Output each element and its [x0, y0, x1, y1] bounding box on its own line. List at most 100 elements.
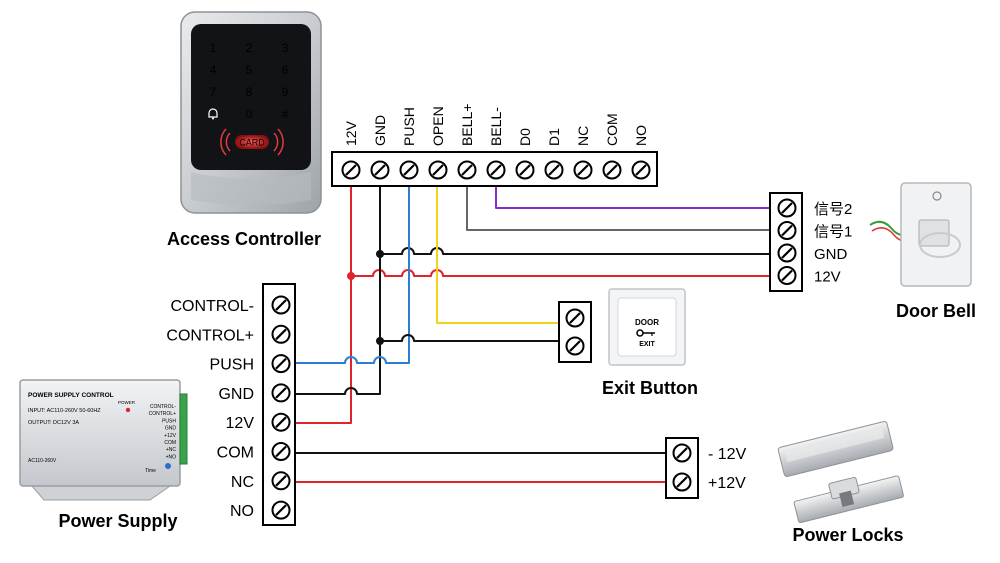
- controller-terminal-screw-3: [428, 160, 448, 180]
- psu-terminal-screw-5: [271, 442, 291, 461]
- controller-terminal-label-1: GND: [372, 115, 388, 146]
- keypad-key-5: 6: [282, 63, 289, 77]
- psu-panel-power: POWER: [118, 400, 136, 405]
- psu-panel-input: INPUT: AC110-260V 50-60HZ: [28, 408, 101, 414]
- card-label: CARD: [239, 138, 265, 148]
- exit-button-title: Exit Button: [602, 378, 698, 398]
- controller-terminal-screw-4: [457, 160, 477, 180]
- controller-terminal-label-2: PUSH: [401, 107, 417, 146]
- controller-terminal-label-5: BELL-: [488, 107, 504, 146]
- psu-terminal-label-5: COM: [217, 445, 254, 462]
- psu-terminal-screw-3: [271, 383, 291, 403]
- psu-terminal-label-0: CONTROL-: [170, 298, 254, 315]
- keypad-key-1: 2: [246, 41, 253, 55]
- keypad-key-8: 9: [282, 85, 289, 99]
- psu-panel-term-7: +NO: [166, 454, 177, 460]
- controller-terminal-screw-10: [631, 160, 651, 180]
- psu-panel-title: POWER SUPPLY CONTROL: [28, 392, 114, 399]
- psu-panel-time: Time: [145, 468, 156, 474]
- keypad-key-11: #: [282, 107, 289, 121]
- controller-terminal-screw-6: [515, 160, 535, 180]
- controller-terminal-label-8: NC: [575, 126, 591, 146]
- doorbell-terminal-screw-0: [777, 198, 797, 218]
- wire-bell-plus: [466, 172, 787, 231]
- lock-terminals: - 12V +12V: [672, 443, 747, 492]
- doorbell-terminal-screw-2: [777, 243, 797, 263]
- controller-terminal-screw-0: [341, 160, 361, 180]
- controller-terminal-screw-5: [486, 160, 506, 180]
- door-bell-title: Door Bell: [896, 301, 976, 321]
- psu-panel-term-1: CONTROL+: [149, 411, 176, 417]
- controller-terminal-label-6: D0: [517, 128, 533, 146]
- controller-terminal-label-7: D1: [546, 128, 562, 146]
- doorbell-terminal-label-2: GND: [814, 246, 848, 263]
- psu-panel-term-2: PUSH: [162, 418, 176, 424]
- controller-terminal-screw-8: [573, 160, 593, 180]
- access-controller-device: 1 2 3 4 5 6 7 8 9 0 # CARD: [180, 11, 322, 214]
- psu-terminal-screw-0: [271, 295, 291, 315]
- psu-terminal-label-2: PUSH: [210, 357, 254, 374]
- psu-terminal-label-4: 12V: [226, 415, 255, 432]
- lock-terminal-label-1: +12V: [708, 475, 746, 492]
- keypad-key-4: 5: [246, 63, 253, 77]
- doorbell-terminal-label-1: 信号1: [814, 224, 852, 241]
- keypad-key-10: 0: [246, 107, 253, 121]
- psu-terminal-screw-2: [271, 354, 291, 374]
- power-locks-device: [777, 421, 904, 524]
- wire-bell-12v: [351, 269, 787, 277]
- psu-panel-term-5: COM: [164, 440, 176, 446]
- lock-terminal-screw-1: [672, 472, 692, 492]
- psu-terminal-label-3: GND: [218, 386, 254, 403]
- keypad-key-0: 1: [210, 41, 217, 55]
- keypad-key-2: 3: [282, 41, 289, 55]
- controller-terminal-screw-9: [602, 160, 622, 180]
- key-icon: [636, 329, 655, 337]
- psu-terminal-label-7: NO: [230, 503, 254, 520]
- door-bell-device: [869, 182, 972, 287]
- wire-push: [281, 172, 410, 364]
- controller-terminal-label-9: COM: [604, 113, 620, 146]
- keypad-key-3: 4: [210, 63, 217, 77]
- psu-panel-term-6: +NC: [166, 447, 177, 453]
- wire-12v: [281, 172, 352, 424]
- psu-terminal-label-6: NC: [231, 474, 254, 491]
- access-controller-title: Access Controller: [167, 229, 321, 249]
- controller-terminal-screw-2: [399, 160, 419, 180]
- card-reader-icon: CARD: [220, 128, 284, 156]
- wire-gnd: [281, 172, 381, 395]
- psu-panel-term-4: +12V: [164, 433, 176, 439]
- keypad: 1 2 3 4 5 6 7 8 9 0 #: [208, 41, 289, 121]
- wire-bell-gnd: [380, 247, 787, 255]
- psu-terminal-screw-4: [271, 412, 291, 432]
- wire-open: [436, 172, 570, 324]
- psu-panel-ac: AC110-260V: [28, 458, 57, 464]
- exit-face-top: DOOR: [635, 318, 659, 327]
- doorbell-terminal-label-0: 信号2: [814, 201, 852, 218]
- keypad-key-7: 8: [246, 85, 253, 99]
- controller-terminal-screw-1: [370, 160, 390, 180]
- controller-terminal-label-10: NO: [633, 125, 649, 146]
- keypad-key-6: 7: [210, 85, 217, 99]
- exit-face-bottom: EXIT: [639, 341, 655, 348]
- controller-terminal-label-3: OPEN: [430, 106, 446, 146]
- psu-terminal-screw-1: [271, 324, 291, 344]
- lock-terminal-screw-0: [672, 443, 692, 463]
- power-supply-title: Power Supply: [58, 511, 177, 531]
- psu-terminal-screw-6: [271, 471, 291, 491]
- psu-panel-term-0: CONTROL-: [150, 404, 176, 410]
- exit-button-device: DOOR EXIT: [608, 288, 686, 366]
- psu-terminal-screw-7: [271, 500, 291, 520]
- doorbell-terminal-label-3: 12V: [814, 269, 841, 286]
- exit-terminals: [565, 308, 585, 356]
- lock-terminal-label-0: - 12V: [708, 446, 747, 463]
- power-locks-title: Power Locks: [792, 525, 903, 545]
- doorbell-terminal-screw-3: [777, 266, 797, 285]
- wires: [281, 172, 787, 483]
- wire-exit-gnd: [380, 334, 570, 342]
- power-supply-device: POWER SUPPLY CONTROL INPUT: AC110-260V 5…: [19, 379, 188, 501]
